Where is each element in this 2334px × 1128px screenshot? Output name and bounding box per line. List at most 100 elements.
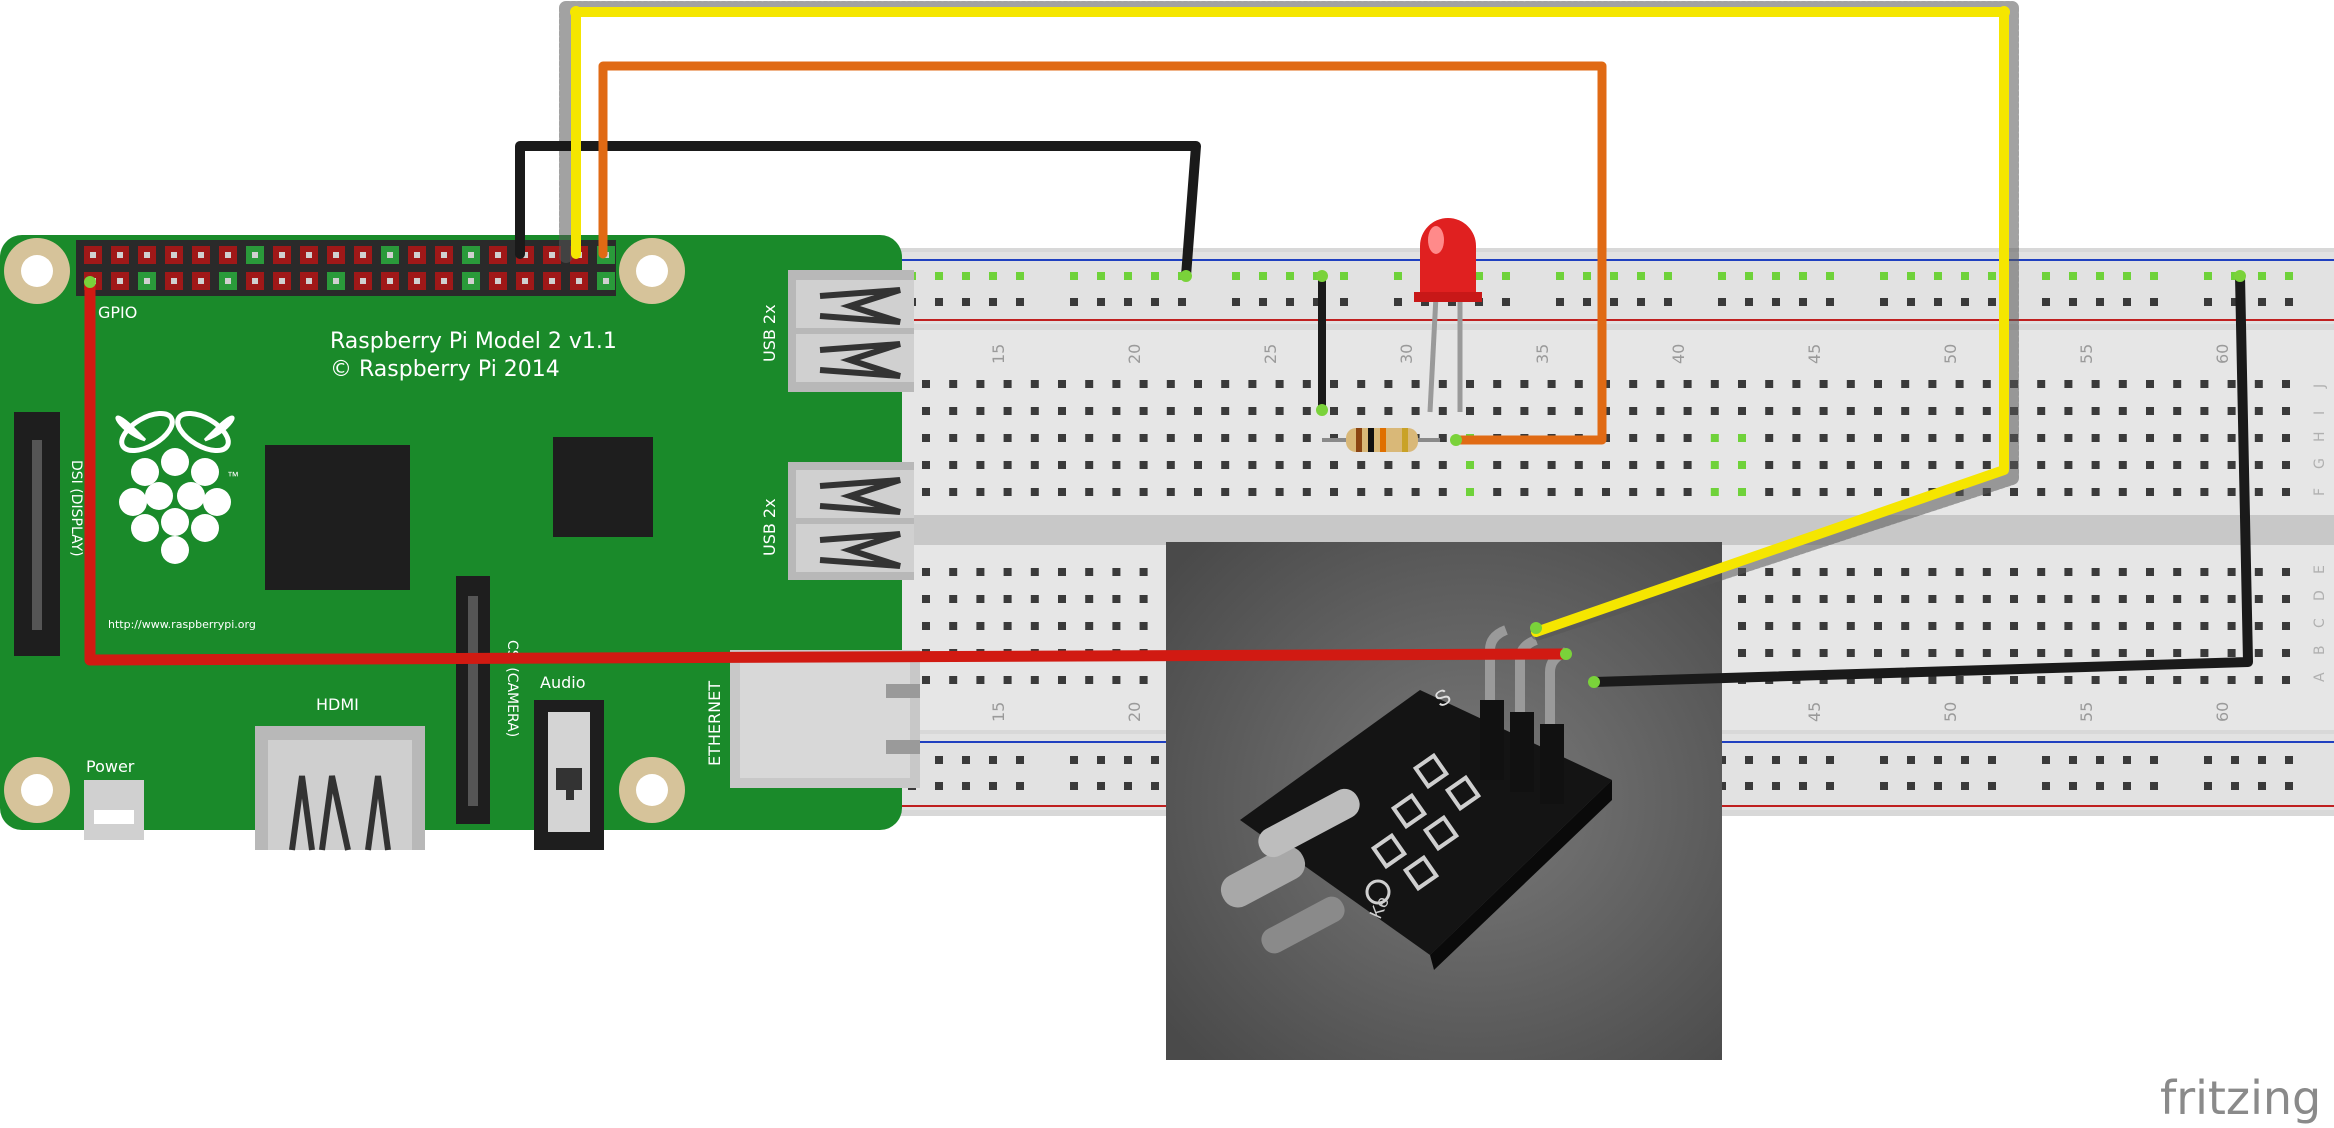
breadboard-hole (1988, 272, 1996, 280)
breadboard-hole (2091, 488, 2100, 496)
breadboard-hole (1982, 434, 1991, 442)
breadboard-hole (1928, 568, 1937, 576)
breadboard-hole (2258, 756, 2266, 764)
breadboard-hole (1874, 488, 1882, 496)
breadboard-hole (1058, 568, 1066, 576)
breadboard-hole (2254, 434, 2263, 442)
breadboard-hole (2282, 595, 2290, 603)
breadboard-hole (2146, 461, 2154, 469)
breadboard-hole (2282, 407, 2290, 415)
breadboard-hole (1411, 380, 1420, 388)
breadboard-hole (1961, 756, 1969, 764)
col-num: 45 (1805, 344, 1824, 364)
breadboard-hole (1955, 568, 1964, 576)
gpio-pin-contact (279, 278, 285, 284)
raspberry-logo-icon: ™ (115, 410, 239, 564)
breadboard-hole (1738, 488, 1746, 496)
breadboard-hole (949, 676, 958, 684)
breadboard-hole (1846, 461, 1855, 469)
breadboard-hole (2200, 434, 2209, 442)
breadboard-hole (922, 488, 930, 496)
breadboard-hole (2173, 461, 2182, 469)
breadboard-hole (989, 298, 997, 306)
breadboard-hole (2037, 488, 2046, 496)
breadboard-hole (2091, 434, 2100, 442)
csi-label: CSI (CAMERA) (504, 640, 520, 737)
sensor-pcb-edge (1430, 780, 1612, 970)
breadboard-hole (1493, 380, 1502, 388)
breadboard-hole (1016, 756, 1024, 764)
breadboard-hole (2173, 568, 2182, 576)
breadboard-hole (1139, 407, 1148, 415)
breadboard-hole (1738, 595, 1746, 603)
breadboard-hole (1826, 298, 1834, 306)
breadboard-hole (2037, 434, 2046, 442)
breadboard-hole (1016, 298, 1024, 306)
breadboard-hole (2146, 649, 2154, 657)
breadboard-hole (2042, 272, 2050, 280)
breadboard-hole (1683, 380, 1692, 388)
breadboard-hole (1502, 272, 1510, 280)
breadboard-hole (2254, 407, 2263, 415)
orange-wire[interactable] (598, 61, 1607, 445)
breadboard-hole (2123, 272, 2131, 280)
breadboard-hole (1070, 756, 1078, 764)
breadboard-hole (2037, 622, 2046, 630)
gpio-pins (84, 246, 615, 290)
breadboard-hole (1058, 407, 1066, 415)
red-wire-power[interactable] (84, 276, 1572, 666)
wire-endpoints (84, 6, 2246, 688)
breadboard-hole (976, 488, 985, 496)
gpio-pin-contact (252, 252, 258, 258)
breadboard: 15 20 25 30 35 40 45 50 55 60 15 20 25 3… (880, 248, 2334, 816)
row-letter: C (2312, 618, 2328, 628)
breadboard-hole (2227, 407, 2236, 415)
breadboard-hole (1738, 434, 1746, 442)
gpio-pin-contact (306, 278, 312, 284)
breadboard-hole (2037, 649, 2046, 657)
breadboard-hole (2091, 407, 2100, 415)
usb-label-top: USB 2x (760, 304, 779, 362)
breadboard-hole (1286, 298, 1294, 306)
breadboard-hole (1846, 595, 1855, 603)
gpio-pin-contact (549, 252, 555, 258)
breadboard-hole (1683, 434, 1692, 442)
col-num: 55 (2077, 702, 2096, 722)
breadboard-hole (1765, 568, 1774, 576)
breadboard-hole (1934, 756, 1942, 764)
breadboard-hole (1928, 434, 1937, 442)
breadboard-hole (1003, 380, 1012, 388)
gpio-pin-contact (360, 252, 366, 258)
breadboard-hole (2200, 488, 2209, 496)
gpio-pin-contact (144, 252, 150, 258)
breadboard-hole (1466, 380, 1474, 388)
breadboard-hole (1901, 434, 1910, 442)
gpio-pin-contact (495, 278, 501, 284)
breadboard-hole (1016, 782, 1024, 790)
breadboard-hole (1982, 461, 1991, 469)
row-letter: J (2312, 384, 2328, 389)
breadboard-hole (1248, 380, 1257, 388)
col-num: 35 (1533, 344, 1552, 364)
breadboard-hole (1792, 461, 1801, 469)
black-wire-gnd[interactable] (515, 141, 1201, 281)
breadboard-hole (2146, 622, 2154, 630)
resistor (1322, 428, 1440, 452)
breadboard-hole (1961, 272, 1969, 280)
breadboard-hole (1907, 756, 1915, 764)
breadboard-hole (2285, 298, 2293, 306)
breadboard-hole (1502, 298, 1510, 306)
black-wire-sensor[interactable] (1589, 271, 2253, 687)
gpio-pin-contact (522, 278, 528, 284)
breadboard-hole (1901, 380, 1910, 388)
breadboard-hole (2150, 756, 2158, 764)
breadboard-hole (1139, 622, 1148, 630)
breadboard-hole (2258, 782, 2266, 790)
breadboard-hole (2123, 782, 2131, 790)
breadboard-hole (1772, 756, 1780, 764)
breadboard-hole (2173, 407, 2182, 415)
breadboard-hole (1151, 298, 1159, 306)
breadboard-hole (1085, 568, 1094, 576)
breadboard-hole (2282, 380, 2290, 388)
breadboard-hole (1248, 461, 1257, 469)
